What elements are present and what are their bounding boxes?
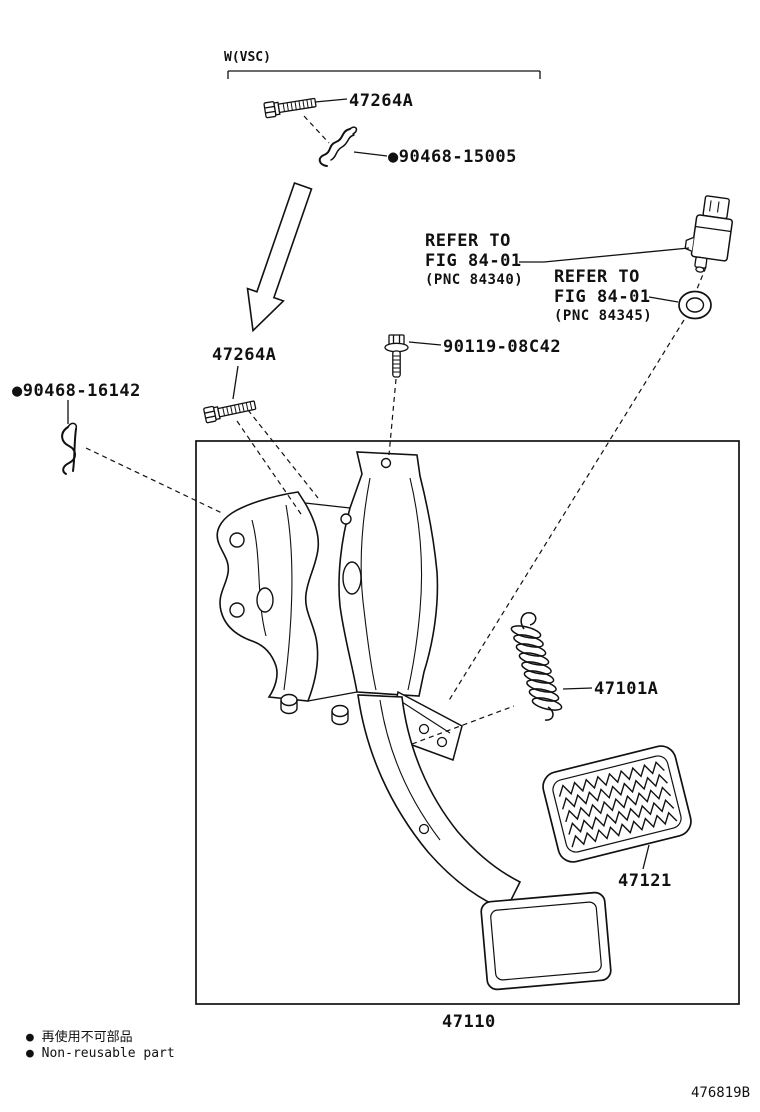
part-label-47101a: 47101A	[594, 679, 659, 699]
pedal-bracket-main-member-drawing	[304, 451, 439, 702]
legend-japanese: ● 再使用不可部品	[26, 1030, 133, 1045]
refer-to-text: REFER TO	[425, 231, 511, 251]
pnc-text: (PNC 84340)	[425, 271, 524, 288]
legend-english: ● Non-reusable part	[26, 1046, 175, 1061]
switch-grommet-icon	[678, 290, 712, 320]
assembly-frame	[195, 440, 740, 1005]
bolt-47264a-left-icon	[203, 400, 257, 424]
part-label-47264a-top: 47264A	[349, 91, 414, 111]
part-label-90468-16142: ●90468-16142	[12, 381, 141, 401]
assembly-dashed-lines	[85, 115, 707, 745]
pivot-weld-nuts-drawing	[280, 693, 349, 726]
assembly-direction-arrow-icon	[246, 181, 313, 333]
part-label-47264a-left: 47264A	[212, 345, 277, 365]
pad-tread-pattern	[558, 760, 678, 848]
fig-text: FIG 84-01	[554, 287, 651, 308]
wvsc-span-line	[227, 70, 541, 79]
pedal-plate-drawing	[480, 891, 612, 991]
figure-code: 476819B	[691, 1085, 751, 1101]
reference-note-84340: REFER TO FIG 84-01 (PNC 84340)	[425, 231, 523, 289]
part-label-90119-08c42: 90119-08C42	[443, 337, 562, 357]
leader-lines	[67, 98, 690, 870]
fig-text: FIG 84-01	[425, 251, 522, 272]
clip-90468-16142-icon	[61, 422, 78, 475]
bolt-47264a-top-icon	[263, 97, 317, 119]
pedal-pad-drawing	[542, 745, 692, 863]
return-spring-drawing	[510, 612, 563, 721]
stop-lamp-switch-icon	[684, 195, 733, 273]
refer-to-text: REFER TO	[554, 267, 640, 287]
part-label-47110: 47110	[442, 1012, 496, 1032]
bolt-90119-08c42-icon	[384, 334, 409, 378]
part-label-90468-15005: ●90468-15005	[388, 147, 517, 167]
part-label-47121: 47121	[618, 871, 672, 891]
variant-label: W(VSC)	[224, 50, 271, 65]
pnc-text: (PNC 84345)	[554, 307, 653, 324]
pedal-bracket-left-plate-drawing	[216, 491, 320, 702]
reference-note-84345: REFER TO FIG 84-01 (PNC 84345)	[554, 267, 652, 325]
clip-90468-15005-icon	[318, 126, 358, 167]
